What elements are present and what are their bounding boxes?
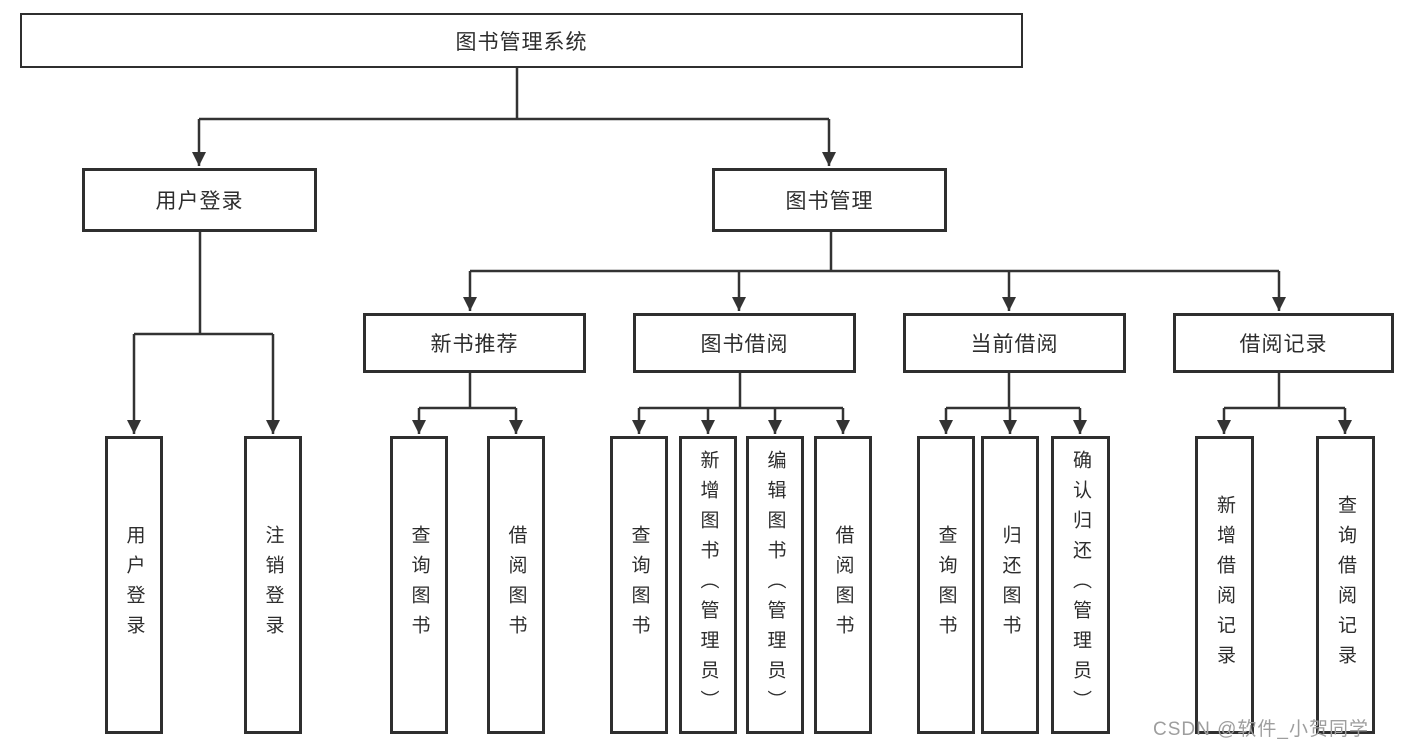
leaf-logout-label: 注销登录 bbox=[262, 525, 284, 645]
node-current-borrowing: 当前借阅 bbox=[903, 313, 1126, 373]
node-library-system: 图书管理系统 bbox=[20, 13, 1023, 68]
leaf-query-books-recommend: 查询图书 bbox=[390, 436, 448, 734]
leaf-query-books-recommend-label: 查询图书 bbox=[408, 525, 430, 645]
node-book-borrowing: 图书借阅 bbox=[633, 313, 856, 373]
node-current-borrowing-label: 当前借阅 bbox=[970, 333, 1059, 356]
node-library-system-label: 图书管理系统 bbox=[455, 30, 588, 54]
node-book-management-label: 图书管理 bbox=[785, 190, 874, 213]
leaf-logout: 注销登录 bbox=[244, 436, 302, 734]
leaf-borrow-books-recommend: 借阅图书 bbox=[487, 436, 545, 734]
leaf-borrow-books-label: 借阅图书 bbox=[832, 525, 854, 645]
leaf-query-books-borrowing-label: 查询图书 bbox=[628, 525, 650, 645]
leaf-add-books-admin: 新增图书（管理员） bbox=[679, 436, 737, 734]
node-user-login: 用户登录 bbox=[82, 168, 317, 232]
leaf-query-borrow-record: 查询借阅记录 bbox=[1316, 436, 1375, 734]
node-new-book-recommendation: 新书推荐 bbox=[363, 313, 586, 373]
node-borrowing-records-label: 借阅记录 bbox=[1239, 333, 1328, 356]
leaf-add-borrow-record: 新增借阅记录 bbox=[1195, 436, 1254, 734]
leaf-query-borrow-record-label: 查询借阅记录 bbox=[1335, 495, 1356, 675]
leaf-edit-books-admin: 编辑图书（管理员） bbox=[746, 436, 804, 734]
leaf-borrow-books: 借阅图书 bbox=[814, 436, 872, 734]
leaf-query-books-borrowing: 查询图书 bbox=[610, 436, 668, 734]
node-book-borrowing-label: 图书借阅 bbox=[700, 333, 789, 356]
node-new-book-recommendation-label: 新书推荐 bbox=[430, 333, 519, 356]
leaf-user-login-label: 用户登录 bbox=[123, 525, 145, 645]
leaf-confirm-return-admin: 确认归还（管理员） bbox=[1051, 436, 1110, 734]
csdn-watermark: CSDN @软件_小贺同学 bbox=[1153, 719, 1369, 740]
leaf-return-books: 归还图书 bbox=[981, 436, 1039, 734]
leaf-add-borrow-record-label: 新增借阅记录 bbox=[1214, 495, 1235, 675]
leaf-add-books-admin-label: 新增图书（管理员） bbox=[697, 450, 719, 720]
leaf-return-books-label: 归还图书 bbox=[999, 525, 1021, 645]
leaf-confirm-return-admin-label: 确认归还（管理员） bbox=[1070, 450, 1091, 720]
node-book-management: 图书管理 bbox=[712, 168, 947, 232]
node-user-login-label: 用户登录 bbox=[155, 190, 244, 213]
node-borrowing-records: 借阅记录 bbox=[1173, 313, 1394, 373]
leaf-query-books-current-label: 查询图书 bbox=[935, 525, 957, 645]
leaf-query-books-current: 查询图书 bbox=[917, 436, 975, 734]
leaf-borrow-books-recommend-label: 借阅图书 bbox=[505, 525, 527, 645]
leaf-user-login: 用户登录 bbox=[105, 436, 163, 734]
leaf-edit-books-admin-label: 编辑图书（管理员） bbox=[764, 450, 786, 720]
